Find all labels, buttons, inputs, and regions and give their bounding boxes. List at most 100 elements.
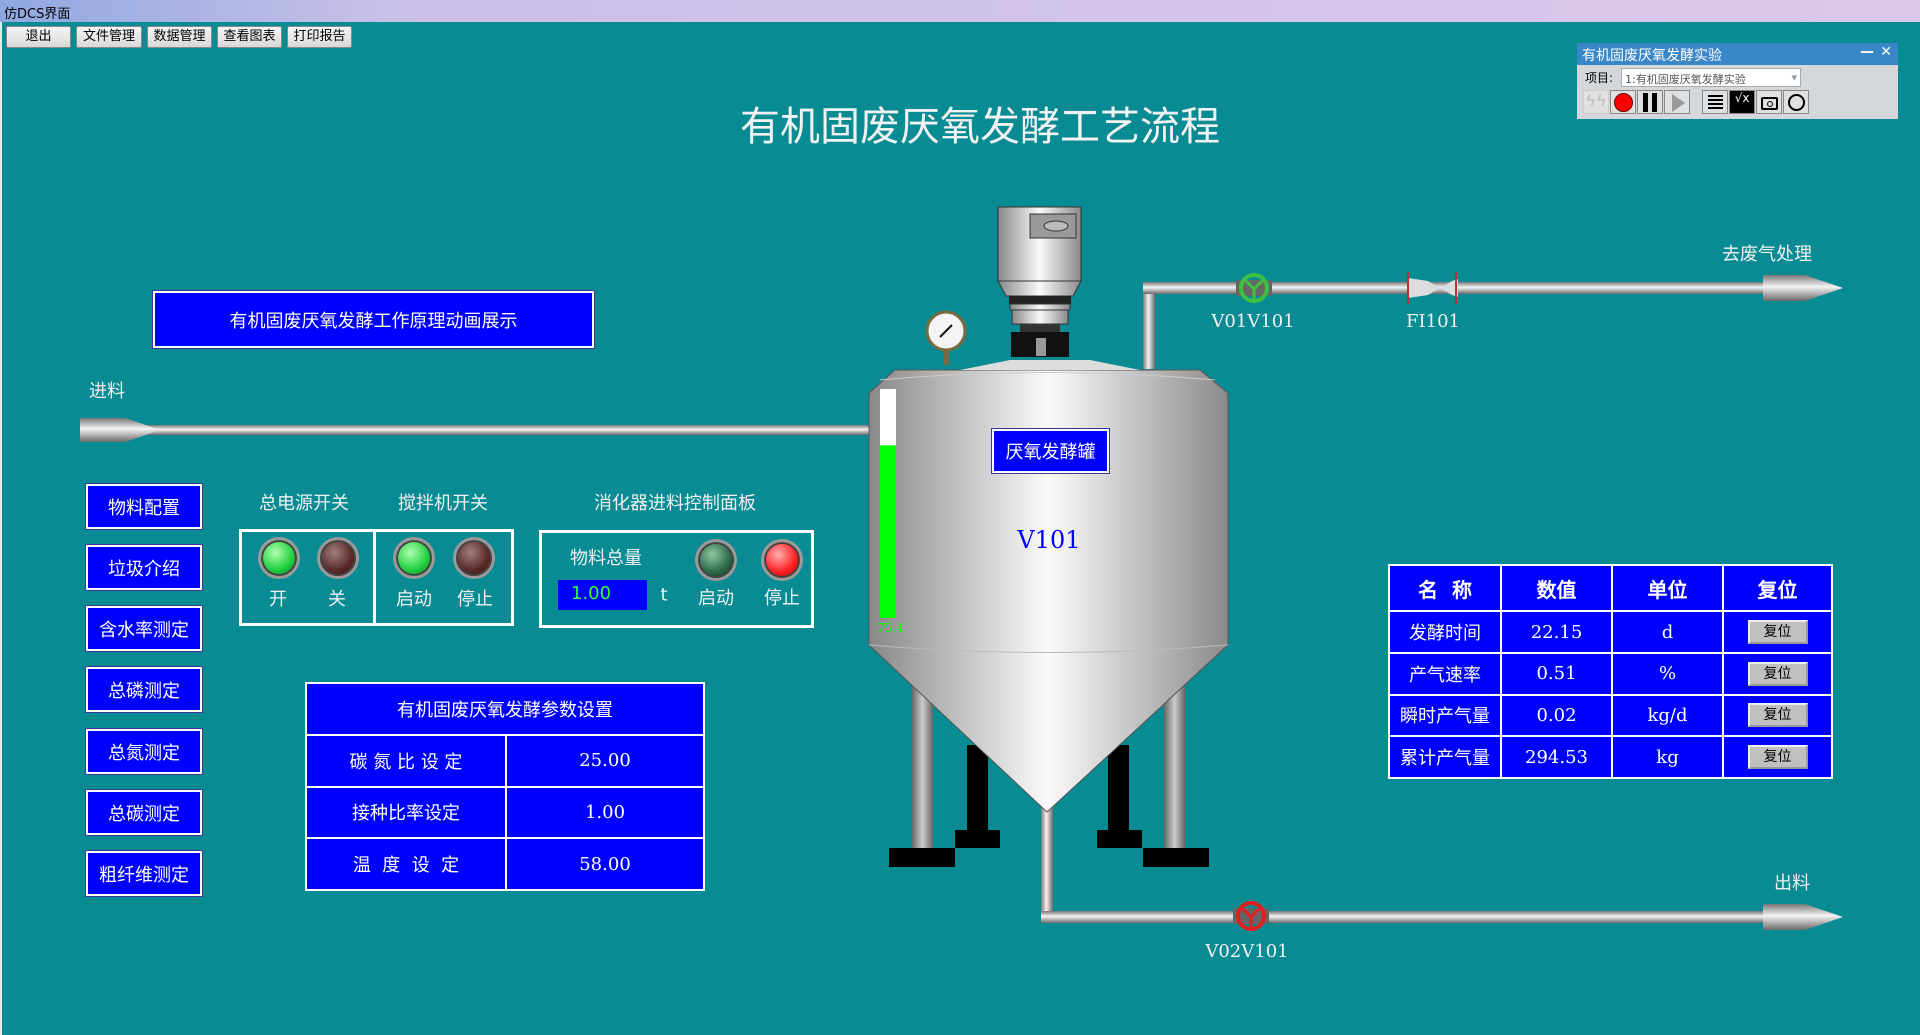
level-bar-fill xyxy=(880,445,896,618)
power-switch-title: 总电源开关 xyxy=(259,493,349,514)
moisture-test-button[interactable]: 含水率测定 xyxy=(85,605,203,652)
tank-name-label: 厌氧发酵罐 xyxy=(991,428,1110,474)
result-unit: kg xyxy=(1611,735,1724,779)
page-title: 有机固废厌氧发酵工艺流程 xyxy=(740,104,1220,150)
experiment-window-title: 有机固废厌氧发酵实验 xyxy=(1582,48,1722,64)
mixer-switch-panel xyxy=(373,529,514,626)
carbon-test-button[interactable]: 总碳测定 xyxy=(85,789,203,836)
discharge-pipe xyxy=(1041,911,1766,923)
project-select[interactable]: 1:有机固废厌氧发酵实验▾ xyxy=(1621,67,1802,87)
amount-input[interactable]: 1.00 xyxy=(558,580,647,610)
discharge-valve-label: V02V101 xyxy=(1204,941,1288,962)
print-report-button[interactable]: 打印报告 xyxy=(287,26,352,48)
project-label: 项目: xyxy=(1585,70,1614,85)
lightning-icon[interactable]: ϟϟ xyxy=(1583,90,1609,114)
data-management-button[interactable]: 数据管理 xyxy=(147,26,212,48)
tank-leg-support xyxy=(1108,745,1129,833)
column-header: 复位 xyxy=(1722,563,1833,613)
result-unit: % xyxy=(1611,651,1724,696)
tank-foot xyxy=(889,848,955,867)
window-title: 仿DCS界面 xyxy=(4,7,71,22)
param-value[interactable]: 25.00 xyxy=(505,733,705,788)
reset-button[interactable]: 复位 xyxy=(1747,703,1808,728)
result-name: 瞬时产气量 xyxy=(1388,693,1502,738)
power-off-label: 关 xyxy=(328,589,346,610)
amount-label: 物料总量 xyxy=(570,548,642,569)
animation-demo-button[interactable]: 有机固废厌氧发酵工作原理动画展示 xyxy=(152,290,595,349)
discharge-arrow xyxy=(1763,904,1843,930)
tank-body xyxy=(868,369,1229,813)
mixer-stop-light[interactable] xyxy=(453,537,495,579)
gas-valve-label: V01V101 xyxy=(1210,311,1294,332)
feed-arrow xyxy=(80,418,160,442)
feed-start-light[interactable] xyxy=(695,539,737,581)
phosphorus-test-button[interactable]: 总磷测定 xyxy=(85,666,203,713)
tank-leg xyxy=(912,680,933,850)
column-header: 名 称 xyxy=(1388,563,1502,613)
feed-panel-title: 消化器进料控制面板 xyxy=(594,493,756,514)
waste-intro-button[interactable]: 垃圾介绍 xyxy=(85,544,203,591)
result-name: 发酵时间 xyxy=(1388,610,1502,654)
result-value: 0.51 xyxy=(1500,651,1613,696)
nitrogen-test-button[interactable]: 总氮测定 xyxy=(85,728,203,775)
feed-label: 进料 xyxy=(89,381,125,402)
mixer-switch-title: 搅拌机开关 xyxy=(398,493,488,514)
crude-fiber-test-button[interactable]: 粗纤维测定 xyxy=(85,850,203,897)
param-value[interactable]: 1.00 xyxy=(505,785,705,840)
gas-valve-icon xyxy=(1239,273,1269,303)
mixer-start-light[interactable] xyxy=(393,537,435,579)
play-button[interactable] xyxy=(1664,90,1690,114)
level-value: 75.4 xyxy=(877,621,904,635)
power-switch-panel xyxy=(239,529,376,626)
camera-icon[interactable] xyxy=(1756,90,1783,114)
record-button[interactable] xyxy=(1610,90,1636,114)
feed-pipe xyxy=(120,425,872,435)
result-value: 22.15 xyxy=(1500,610,1613,654)
gas-destination-label: 去废气处理 xyxy=(1722,244,1812,265)
result-unit: kg/d xyxy=(1611,693,1724,738)
project-select-value: 1:有机固废厌氧发酵实验 xyxy=(1625,72,1746,86)
pause-button[interactable] xyxy=(1637,90,1663,114)
file-management-button[interactable]: 文件管理 xyxy=(76,26,142,48)
close-button[interactable]: ✕ xyxy=(1880,44,1892,60)
amount-unit: t xyxy=(660,584,668,606)
window-titlebar: 仿DCS界面 xyxy=(0,0,1920,22)
formula-icon[interactable]: √x xyxy=(1729,90,1756,114)
reset-button[interactable]: 复位 xyxy=(1747,745,1808,770)
result-name: 产气速率 xyxy=(1388,651,1502,696)
param-name: 温 度 设 定 xyxy=(305,837,507,891)
power-on-light[interactable] xyxy=(258,537,300,579)
flow-meter-icon xyxy=(1408,278,1440,298)
reset-button[interactable]: 复位 xyxy=(1747,620,1808,645)
power-off-light[interactable] xyxy=(317,537,359,579)
list-icon[interactable] xyxy=(1702,90,1729,114)
tank-leg xyxy=(1164,680,1185,850)
experiment-window: 有机固废厌氧发酵实验 — ✕ 项目: 1:有机固废厌氧发酵实验▾ ϟϟ √x xyxy=(1577,43,1898,119)
view-charts-button[interactable]: 查看图表 xyxy=(217,26,282,48)
minimize-button[interactable]: — xyxy=(1860,44,1874,60)
param-name: 碳 氮 比 设 定 xyxy=(305,733,507,788)
flow-meter-label: FI101 xyxy=(1406,311,1460,332)
tank-tag: V101 xyxy=(1016,526,1080,554)
exit-button[interactable]: 退出 xyxy=(6,26,71,48)
material-config-button[interactable]: 物料配置 xyxy=(85,483,203,530)
mixer-stop-label: 停止 xyxy=(457,589,493,610)
reset-button[interactable]: 复位 xyxy=(1747,661,1808,686)
clock-icon[interactable] xyxy=(1783,90,1810,114)
gas-arrow xyxy=(1763,275,1843,301)
result-value: 0.02 xyxy=(1500,693,1613,738)
mixer-start-label: 启动 xyxy=(396,589,432,610)
param-value[interactable]: 58.00 xyxy=(505,837,705,891)
feed-control-panel xyxy=(539,530,814,628)
discharge-label: 出料 xyxy=(1774,873,1810,894)
tank-foot xyxy=(1143,848,1209,867)
column-header: 单位 xyxy=(1611,563,1724,613)
feed-stop-light[interactable] xyxy=(761,539,803,581)
